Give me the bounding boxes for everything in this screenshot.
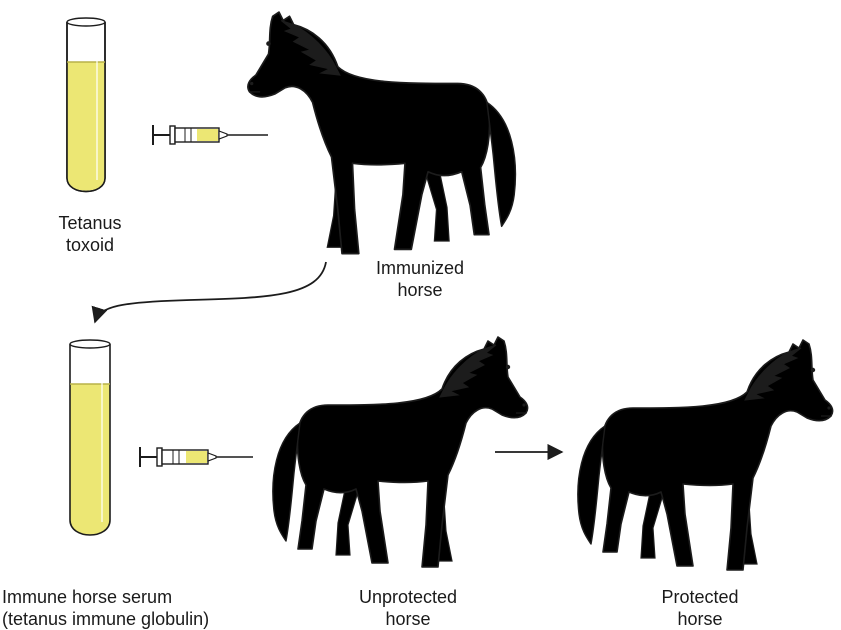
label-protected-horse: Protected horse [630, 586, 770, 630]
label-immunized-horse-line1: Immunized [350, 257, 490, 279]
test-tube-icon [70, 340, 110, 535]
label-tetanus-toxoid-line1: Tetanus [40, 212, 140, 234]
protected-horse-icon [578, 340, 833, 570]
label-protected-horse-line2: horse [630, 608, 770, 630]
unprotected-horse-icon [273, 337, 528, 567]
label-tetanus-toxoid: Tetanus toxoid [40, 212, 140, 256]
transfer-arrow [95, 262, 326, 322]
label-immunized-horse: Immunized horse [350, 257, 490, 301]
label-immune-serum-line2: (tetanus immune globulin) [2, 608, 282, 630]
syringe-icon [140, 447, 253, 467]
label-unprotected-horse-line2: horse [338, 608, 478, 630]
label-immune-serum: Immune horse serum (tetanus immune globu… [2, 586, 282, 630]
label-immunized-horse-line2: horse [350, 279, 490, 301]
label-tetanus-toxoid-line2: toxoid [40, 234, 140, 256]
syringe-icon [153, 125, 268, 145]
label-unprotected-horse: Unprotected horse [338, 586, 478, 630]
label-unprotected-horse-line1: Unprotected [338, 586, 478, 608]
immunized-horse-icon [248, 12, 515, 253]
test-tube-icon [67, 18, 105, 192]
label-immune-serum-line1: Immune horse serum [2, 586, 282, 608]
label-protected-horse-line1: Protected [630, 586, 770, 608]
